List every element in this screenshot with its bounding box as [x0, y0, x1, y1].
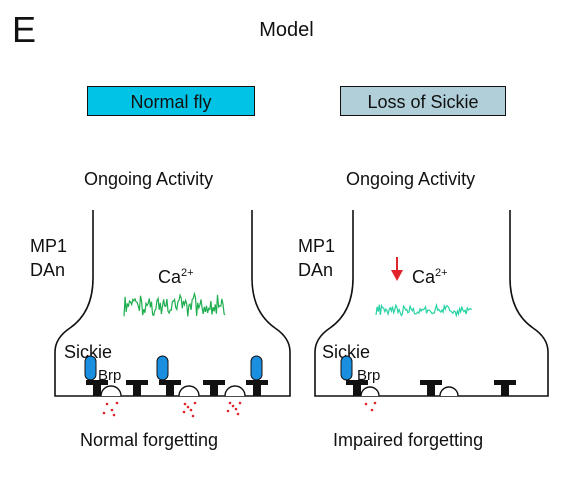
sickie-left-1 — [84, 355, 97, 381]
release-dot — [191, 414, 195, 418]
release-dot — [102, 411, 106, 415]
outcome-label-right: Impaired forgetting — [333, 430, 484, 450]
brp-tbar-left-4 — [203, 380, 225, 396]
release-dot — [226, 409, 230, 413]
brp-label-left: Brp — [98, 367, 122, 384]
release-dot — [373, 401, 377, 405]
sickie-left-3 — [250, 355, 263, 381]
calcium-trace-impaired — [375, 302, 473, 318]
neuron-label-left-line1: MP1 — [30, 236, 68, 256]
release-dot — [183, 402, 187, 406]
release-dot — [110, 408, 114, 412]
neuron-label-right-line1: MP1 — [298, 236, 336, 256]
release-dot — [115, 401, 119, 405]
release-dot — [234, 407, 238, 411]
vesicle-fusion-right-1 — [360, 386, 380, 397]
sickie-right-1 — [340, 355, 353, 381]
brp-label-right: Brp — [357, 367, 381, 384]
brp-tbar-right-3 — [494, 380, 516, 396]
release-dot — [105, 402, 109, 406]
sickie-label-right: Sickie — [322, 342, 371, 362]
release-dot — [228, 401, 232, 405]
outcome-label-left: Normal forgetting — [80, 430, 219, 450]
calcium-label-left: Ca2+ — [158, 267, 194, 287]
release-dot — [182, 410, 186, 414]
brp-tbar-right-2 — [420, 380, 442, 396]
release-dot — [236, 412, 240, 416]
condition-box-normal: Normal fly — [87, 86, 255, 116]
brp-tbar-left-2 — [126, 380, 148, 396]
activity-label-left: Ongoing Activity — [84, 169, 214, 189]
vesicle-fusion-left-3 — [224, 385, 246, 397]
release-dot — [186, 405, 190, 409]
sickie-label-left: Sickie — [64, 342, 113, 362]
release-dot — [193, 401, 197, 405]
panel-label: E — [12, 9, 37, 50]
condition-box-loss: Loss of Sickie — [340, 86, 506, 116]
brp-tbar-left-3 — [159, 380, 181, 396]
release-dot — [238, 401, 242, 405]
calcium-trace-normal — [123, 291, 226, 317]
calcium-label-right: Ca2+ — [412, 267, 448, 287]
sickie-left-2 — [156, 355, 169, 381]
brp-tbar-right-1 — [346, 380, 368, 396]
release-dot — [231, 404, 235, 408]
vesicle-fusion-right-2 — [439, 386, 459, 397]
neuron-label-left-line2: DAn — [30, 260, 66, 280]
vesicle-fusion-left-2 — [178, 385, 200, 397]
neuron-label-right-line2: DAn — [298, 260, 334, 280]
neurotransmitter-release-dots — [102, 401, 377, 418]
brp-tbar-left-1 — [86, 380, 108, 396]
activity-label-right: Ongoing Activity — [346, 169, 476, 189]
decrease-arrow-icon — [391, 257, 403, 281]
release-dot — [189, 408, 193, 412]
release-dot — [112, 413, 116, 417]
figure-title: Model — [259, 19, 314, 41]
brp-tbar-left-5 — [246, 380, 268, 396]
vesicle-fusion-left-1 — [100, 385, 122, 397]
release-dot — [364, 402, 368, 406]
release-dot — [370, 408, 374, 412]
